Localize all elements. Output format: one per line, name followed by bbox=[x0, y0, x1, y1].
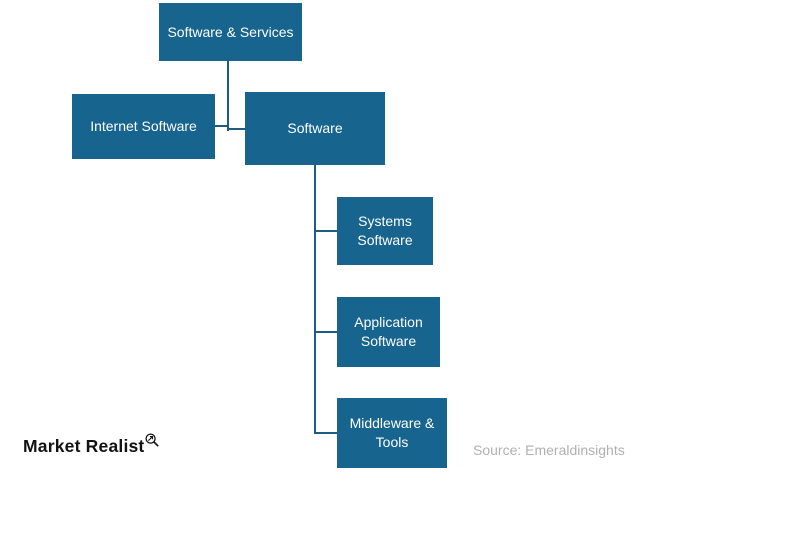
node-middleware-tools: Middleware & Tools bbox=[337, 398, 447, 468]
connector-branch-middleware bbox=[314, 432, 337, 434]
node-internet-software-label: Internet Software bbox=[90, 118, 197, 134]
connector-software-trunk bbox=[314, 165, 316, 434]
node-internet-software: Internet Software bbox=[72, 94, 215, 159]
connector-internet-horizontal bbox=[215, 125, 229, 127]
connector-root-vertical bbox=[227, 61, 229, 131]
market-realist-logo-text: Market Realist bbox=[23, 436, 145, 456]
node-application-software-label: Application Software bbox=[354, 314, 423, 349]
node-software-and-services: Software & Services bbox=[159, 3, 302, 61]
magnifier-icon bbox=[145, 432, 160, 453]
node-systems-software-label: Systems Software bbox=[357, 213, 413, 248]
node-software-and-services-label: Software & Services bbox=[167, 23, 294, 40]
market-realist-logo: Market Realist bbox=[23, 433, 160, 457]
node-software: Software bbox=[245, 92, 385, 165]
connector-branch-application bbox=[316, 331, 337, 333]
connector-branch-systems bbox=[316, 230, 337, 232]
source-attribution: Source: Emeraldinsights bbox=[473, 442, 625, 458]
connector-software-horizontal bbox=[228, 128, 245, 130]
node-systems-software: Systems Software bbox=[337, 197, 433, 265]
node-software-label: Software bbox=[287, 120, 343, 136]
node-middleware-tools-label: Middleware & Tools bbox=[349, 415, 435, 450]
node-application-software: Application Software bbox=[337, 297, 440, 367]
